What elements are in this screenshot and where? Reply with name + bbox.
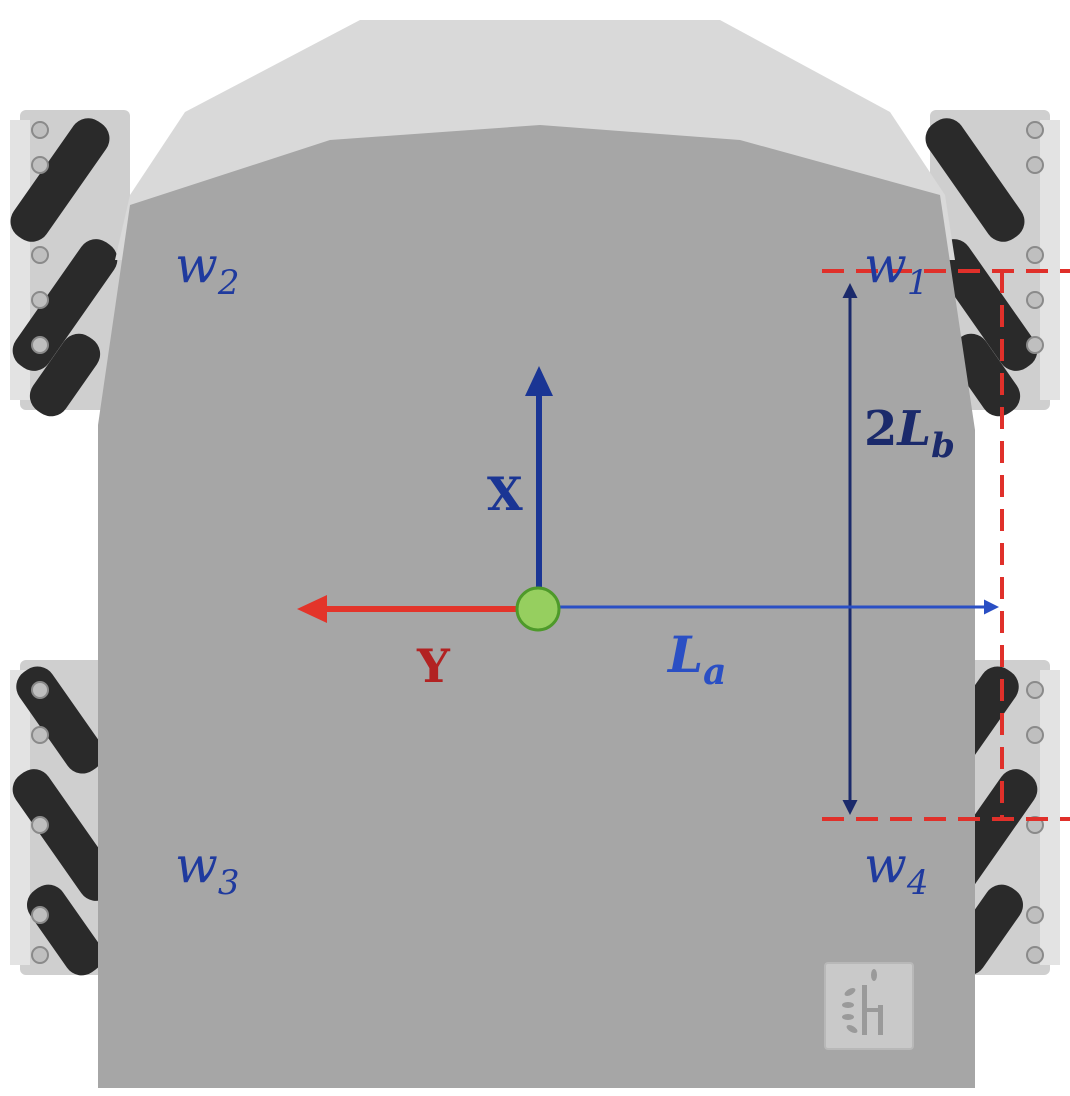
- h-logo-icon: [824, 962, 914, 1050]
- wheel-label-w3: w3: [175, 836, 239, 903]
- wheel-front-left: [10, 110, 130, 417]
- origin-marker: [515, 586, 561, 632]
- y-axis-label: Y: [416, 639, 451, 693]
- x-axis-arrow: [525, 366, 553, 600]
- wheel-label-w1: w1: [864, 236, 928, 303]
- wheel-label-w4: w4: [864, 836, 928, 903]
- wheel-label-w2: w2: [175, 236, 239, 303]
- la-label: La: [666, 625, 726, 693]
- wheelbase-dashed-outline: [822, 269, 1070, 821]
- y-axis-arrow: [297, 595, 528, 623]
- lb-label: 2Lb: [864, 401, 955, 466]
- x-axis-label: X: [487, 467, 523, 521]
